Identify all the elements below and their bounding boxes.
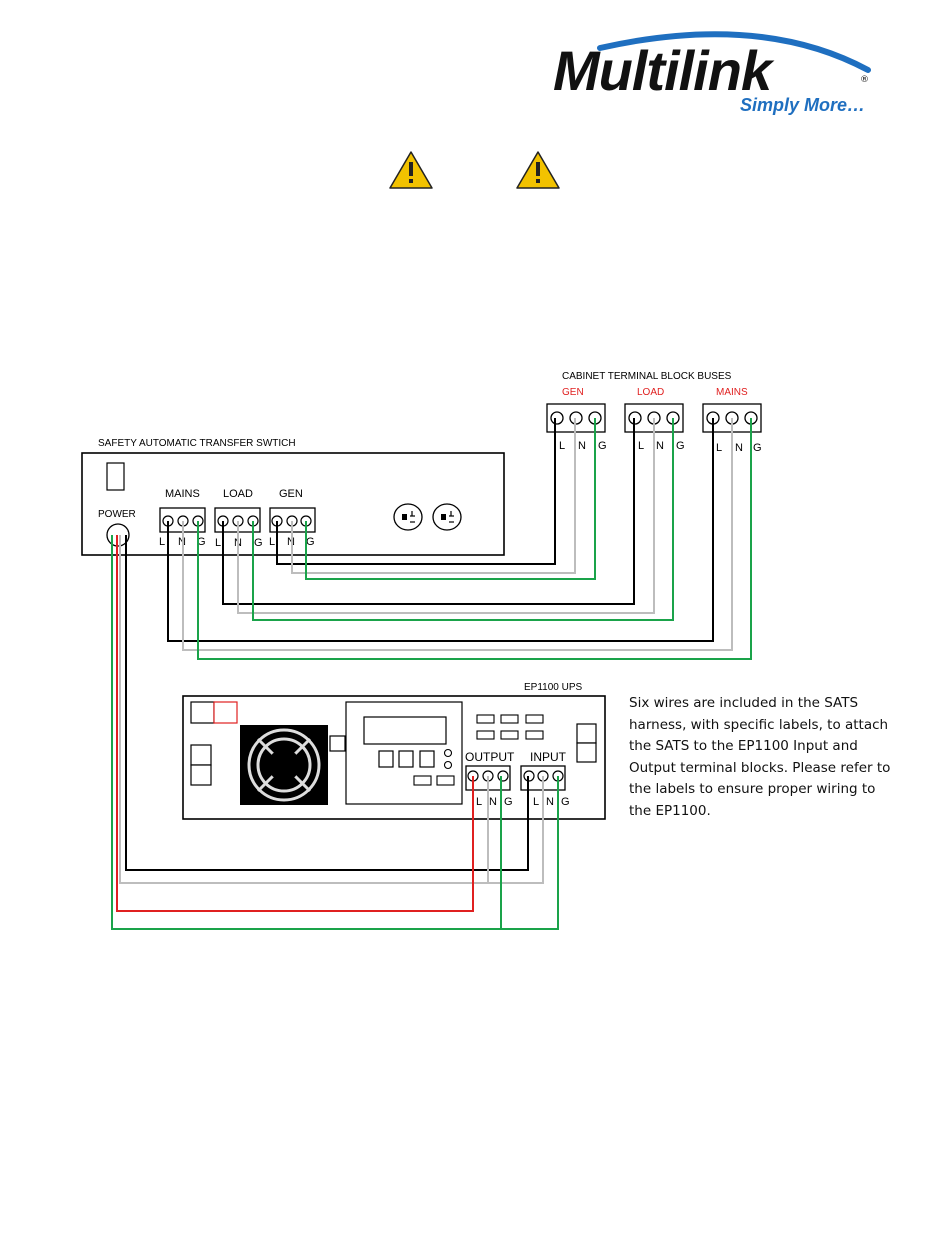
ups-port [576,742,597,763]
ups-output-g: G [504,796,513,808]
ups-title: EP1100 UPS [524,682,583,693]
wiring-note: Six wires are included in the SATS harne… [629,693,891,823]
sats-label-load: LOAD [223,488,253,500]
ups-breaker-box [190,701,215,724]
sats-mains-l: L [159,536,165,548]
ups-panel-button [419,750,435,768]
cabinet-mains-g: G [753,442,762,454]
cabinet-gen-n: N [578,440,586,452]
ups-input-n: N [546,796,554,808]
wire-ups-input-line [125,535,529,871]
wire-ups-input-neutral [119,535,544,884]
note-line: the EP1100. [629,802,711,819]
ups-led [443,760,453,770]
note-line: the labels to ensure proper wiring to [629,781,876,798]
wire-ups-output-line-red [116,535,474,912]
wire-gen-ground [305,418,596,580]
ups-output-label: OUTPUT [465,750,515,764]
cabinet-label-mains: MAINS [716,387,748,398]
cabinet-gen-g: G [598,440,607,452]
ups-slot [436,775,455,786]
sats-label-mains: MAINS [165,488,200,500]
fan-icon [240,725,328,805]
cabinet-load-g: G [676,440,685,452]
ups-port [576,723,597,744]
logo-tagline: Simply More… [740,95,865,115]
outlet-icon [393,503,423,531]
cabinet-load-n: N [656,440,664,452]
ups-port [190,764,212,786]
sats-title: SAFETY AUTOMATIC TRANSFER SWTICH [98,438,296,449]
sats-label-gen: GEN [279,488,303,500]
ups-panel-button [398,750,414,768]
logo-registered: ® [860,75,869,85]
wire-load-line [222,418,635,605]
sats-ups-wiring [111,535,559,930]
sats-load-g: G [254,537,263,549]
cabinet-gen-l: L [559,440,565,452]
cabinet-mains-n: N [735,442,743,454]
ups-input-g: G [561,796,570,808]
ups-led [443,748,453,758]
sats-gen-g: G [306,536,315,548]
ups-output-n: N [489,796,497,808]
ups-port [190,744,212,766]
warning-triangle-icon [516,151,560,189]
wire-mains-ground [197,418,752,660]
ups-input-label: INPUT [530,750,567,764]
cabinet-mains-l: L [716,442,722,454]
wire-mains-line [167,418,714,642]
sats-cabinet-wiring [167,418,752,660]
ups-panel-button [378,750,394,768]
cabinet-label-load: LOAD [637,387,664,398]
wire-load-neutral [237,418,655,614]
cabinet-title: CABINET TERMINAL BLOCK BUSES [562,371,732,382]
note-line: harness, with specific labels, to attach [629,716,889,733]
sats-load-l: L [215,537,221,549]
sats-mains-g: G [197,536,206,548]
cabinet-load-l: L [638,440,644,452]
note-line: the SATS to the EP1100 Input and [629,738,858,755]
sats-power-label: POWER [98,509,136,520]
wire-ups-ground [111,535,559,930]
note-line: Output terminal blocks. Please refer to [629,759,891,776]
wire-load-ground [252,418,674,621]
ups-slot-grid [476,714,544,740]
ups-input-l: L [533,796,539,808]
logo-swoosh [597,31,871,73]
outlet-icon [432,503,462,531]
sats-switch [106,462,125,491]
sats-gen-l: L [269,536,275,548]
wire-gen-neutral [291,418,576,574]
ups-breaker-box-red [213,701,238,724]
multilink-logo: Multilink ® Simply More… [553,31,871,115]
ups-slot [413,775,432,786]
ups-output-l: L [476,796,482,808]
ups-lcd-display [363,716,447,745]
note-line: Six wires are included in the SATS [629,695,859,711]
wire-gen-line [276,418,556,565]
cabinet-label-gen: GEN [562,387,584,398]
wire-mains-neutral [182,418,733,651]
logo-brand: Multilink [553,39,775,102]
ups-control-panel [345,701,463,805]
warning-triangle-icon [389,151,433,189]
ups-indicator [329,735,346,752]
